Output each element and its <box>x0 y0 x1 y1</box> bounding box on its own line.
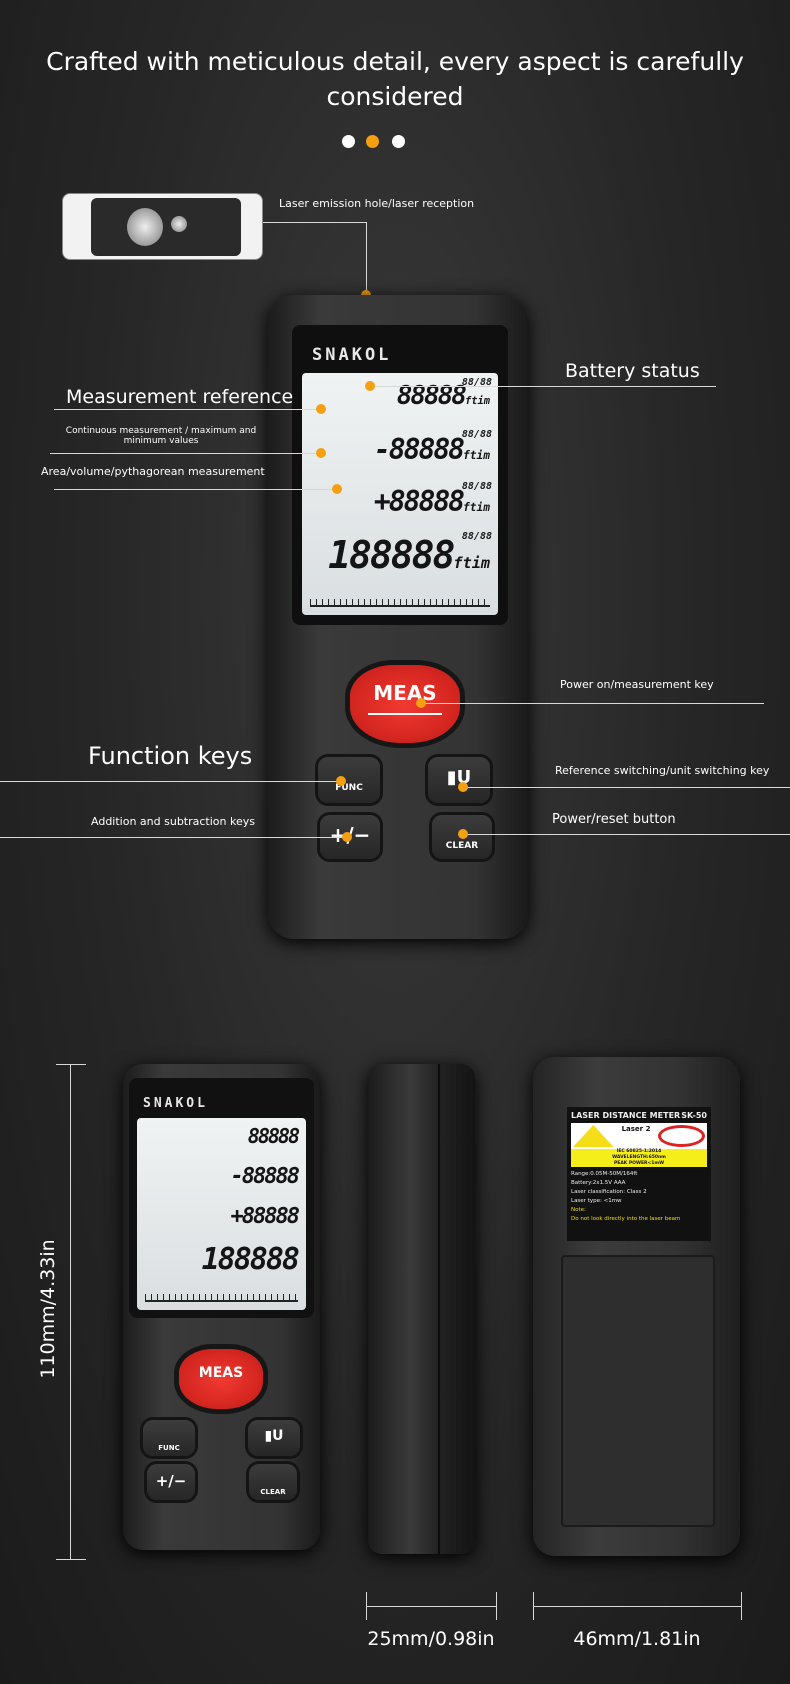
callout-reference-unit: Reference switching/unit switching key <box>555 764 770 777</box>
lcd-row-3: +88888 <box>373 485 465 518</box>
brand-logo: SNAKOL <box>312 345 392 365</box>
lcd-fraction: 88/88 <box>461 377 492 388</box>
lcd-fraction: 88/88 <box>461 531 492 542</box>
lcd-display: 88888ftim 88/88 -88888ftim 88/88 +88888f… <box>302 373 498 615</box>
width-dimension: 46mm/1.81in <box>573 1628 701 1650</box>
lcd-fraction: 88/88 <box>461 429 492 440</box>
lcd-fraction: 88/88 <box>461 481 492 492</box>
callout-power-reset: Power/reset button <box>552 812 676 827</box>
callout-battery: Battery status <box>565 360 700 382</box>
front-view: SNAKOL 88888 -88888 +88888 188888 MEAS F… <box>123 1064 320 1550</box>
callout-function-keys: Function keys <box>88 742 253 770</box>
side-view <box>368 1064 475 1554</box>
page-title: Crafted with meticulous detail, every as… <box>46 47 744 111</box>
battery-cover[interactable] <box>561 1255 715 1527</box>
unit-switch-button[interactable]: ▮U <box>428 757 490 803</box>
callout-power-measure: Power on/measurement key <box>560 678 714 691</box>
lcd-ruler <box>310 599 490 607</box>
front-view-meas-button: MEAS <box>179 1349 263 1409</box>
lcd-row-4: 188888 <box>328 533 455 577</box>
meas-button[interactable]: MEAS <box>350 665 460 743</box>
func-button[interactable]: FUNC <box>318 757 380 803</box>
callout-laser-hole: Laser emission hole/laser reception <box>279 197 475 210</box>
callout-add-subtract: Addition and subtraction keys <box>91 815 255 828</box>
carousel-dot-3[interactable] <box>392 135 405 148</box>
depth-dimension: 25mm/0.98in <box>367 1628 495 1650</box>
carousel-dot-2-active[interactable] <box>366 135 379 148</box>
callout-continuous: Continuous measurement / maximum and min… <box>65 426 257 446</box>
callout-area-volume: Area/volume/pythagorean measurement <box>41 465 265 478</box>
laser-meter-front: 88888ftim 88/88 -88888ftim 88/88 +88888f… <box>268 295 528 939</box>
carousel-dot-1[interactable] <box>342 135 355 148</box>
lcd-row-2: -88888 <box>373 433 465 466</box>
height-dimension: 110mm/4.33in <box>37 1239 59 1379</box>
callout-measurement-reference: Measurement reference <box>66 386 294 408</box>
laser-hole-closeup-image <box>62 193 263 260</box>
